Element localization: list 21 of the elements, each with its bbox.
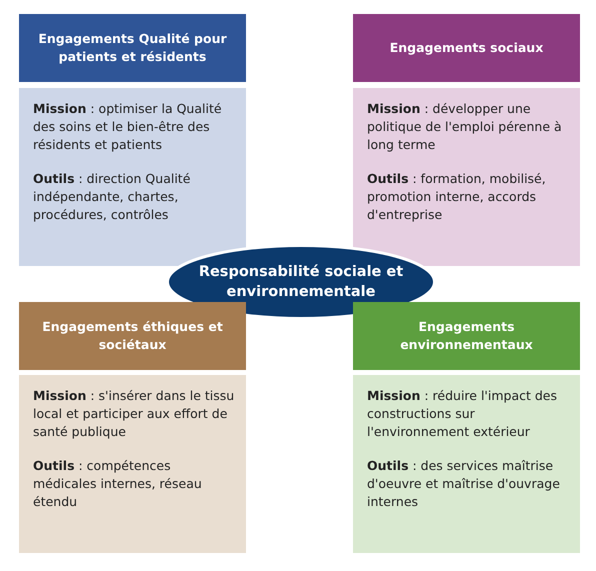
header-box bbox=[353, 302, 580, 370]
header-box bbox=[353, 14, 580, 82]
section-paragraph: Outils : formation, mobilisé, promotion interne, accords d'entreprise bbox=[367, 170, 547, 224]
section-paragraph: Mission : développer une politique de l'emploi pérenne à long terme bbox=[367, 100, 563, 154]
header-box bbox=[19, 302, 246, 370]
content-box bbox=[19, 375, 246, 553]
content-box bbox=[19, 88, 246, 266]
content-box bbox=[353, 375, 580, 553]
header-box bbox=[19, 14, 246, 82]
section-paragraph: Outils : compétences médicales internes, réseau étendu bbox=[33, 457, 203, 511]
section-paragraph: Outils : des services maîtrise d'oeuvre et maîtrise d'ouvrage internes bbox=[367, 457, 561, 511]
section-paragraph: Mission : réduire l'impact des constructions sur l'environnement extérieur bbox=[367, 387, 558, 441]
section-paragraph: Mission : s'insérer dans le tissu local et participer aux effort de santé publique bbox=[33, 387, 236, 441]
section-paragraph: Outils : direction Qualité indépendante, chartes, procédures, contrôles bbox=[33, 170, 192, 224]
content-box bbox=[353, 88, 580, 266]
section-heading: Engagements sociaux bbox=[390, 39, 544, 57]
section-heading: Engagements environnementaux bbox=[399, 318, 534, 354]
section-paragraph: Mission : optimiser la Qualité des soins et le bien-être des résidents et patients bbox=[33, 100, 223, 154]
section-heading: Engagements Qualité pour patients et résidents bbox=[37, 30, 228, 66]
center-title: Responsabilité sociale et environnementale bbox=[198, 263, 404, 302]
section-heading: Engagements éthiques et sociétaux bbox=[41, 318, 224, 354]
